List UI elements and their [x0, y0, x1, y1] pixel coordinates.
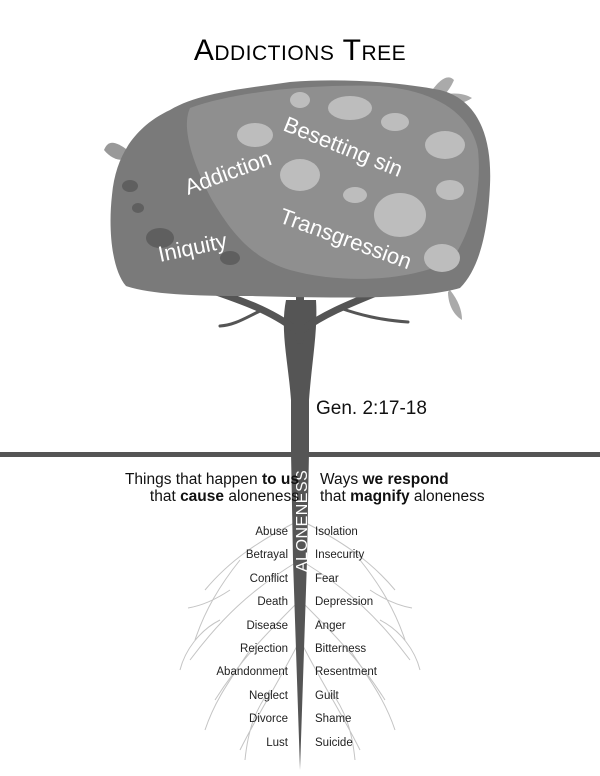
cause-item: Abuse	[255, 526, 288, 538]
responses-heading: Ways we respond that magnify aloneness	[320, 471, 485, 505]
response-item: Bitterness	[315, 642, 367, 655]
causes-heading-text: Things that happen	[124, 471, 262, 488]
canopy-spots	[237, 92, 465, 272]
leaf-right-bottom	[448, 290, 462, 320]
cause-item: Abandonment	[216, 666, 288, 679]
responses-heading-emphasis: we respond	[362, 471, 449, 488]
responses-heading-line2: that magnify aloneness	[320, 488, 485, 505]
canopy-dark-spots	[122, 180, 240, 265]
responses-list: Isolation Insecurity Fear Depression Ang…	[315, 525, 377, 759]
cause-item: Death	[257, 596, 288, 609]
responses-heading-text: that	[320, 488, 351, 505]
causes-heading-emphasis: to us	[261, 471, 299, 488]
response-item: Suicide	[315, 736, 353, 749]
response-item: Depression	[315, 596, 374, 609]
response-item: Insecurity	[315, 549, 365, 562]
causes-heading-text: that	[149, 488, 181, 505]
page-title: Addictions Tree	[193, 34, 407, 67]
response-item: Isolation	[315, 526, 358, 538]
trunk-label: ALONENESS	[294, 470, 311, 572]
causes-heading-text: aloneness	[224, 488, 299, 505]
responses-heading-text: aloneness	[409, 488, 485, 505]
cause-item: Divorce	[249, 713, 288, 726]
tree-trunk	[283, 300, 317, 770]
cause-item: Conflict	[249, 572, 288, 585]
response-item: Shame	[315, 713, 352, 726]
causes-heading-emphasis: cause	[180, 488, 225, 505]
scripture-reference: Gen. 2:17-18	[316, 398, 427, 419]
cause-item: Neglect	[249, 689, 288, 702]
causes-heading: Things that happen to us that cause alon…	[125, 471, 299, 505]
response-item: Anger	[315, 619, 346, 632]
response-item: Guilt	[315, 689, 339, 702]
responses-heading-emphasis: magnify	[350, 488, 410, 505]
causes-heading-line2: that cause aloneness	[125, 488, 299, 505]
responses-heading-text: Ways	[320, 471, 363, 488]
response-item: Fear	[315, 572, 339, 585]
response-item: Resentment	[315, 666, 378, 679]
fine-roots	[179, 519, 421, 761]
causes-list: Abuse Betrayal Conflict Death Disease Re…	[216, 525, 288, 759]
cause-item: Lust	[266, 736, 288, 749]
cause-item: Rejection	[240, 642, 288, 655]
causes-heading-line1: Things that happen to us	[125, 471, 299, 488]
cause-item: Disease	[246, 619, 288, 632]
responses-heading-line1: Ways we respond	[320, 471, 485, 488]
cause-item: Betrayal	[245, 549, 288, 562]
